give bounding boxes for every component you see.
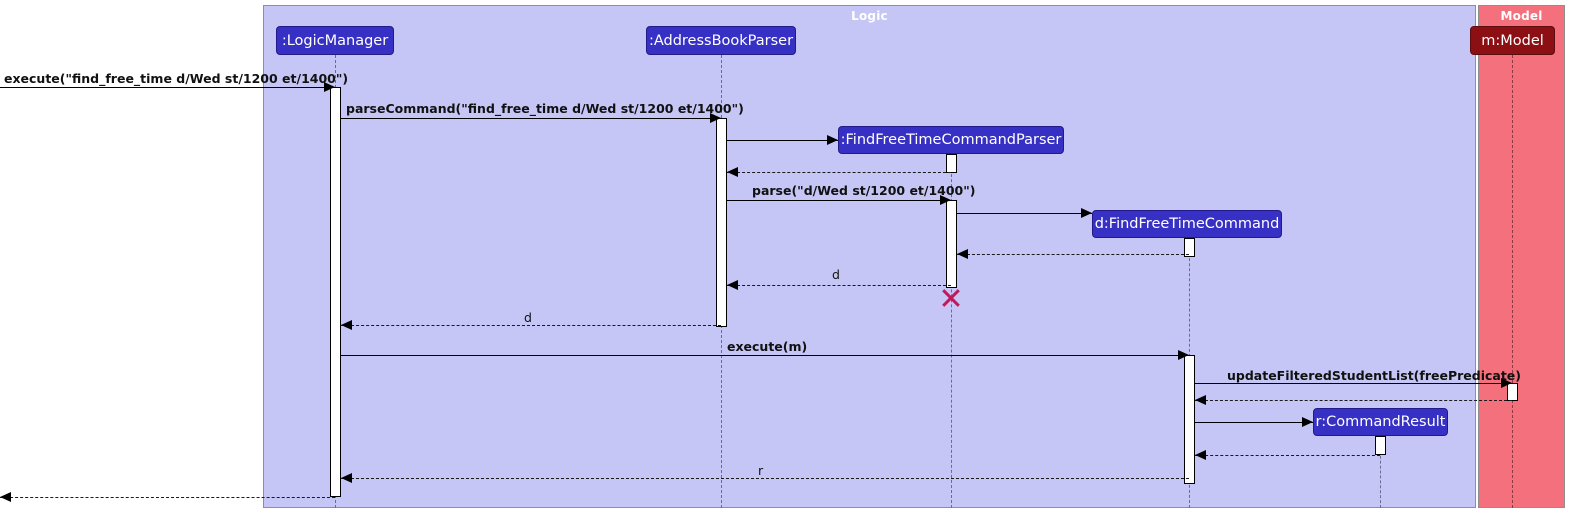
msg-update-filtered-list-label: updateFilteredStudentList(freePredicate) <box>1227 368 1521 383</box>
participant-label-findfreetime_parser: :FindFreeTimeCommandParser <box>840 132 1062 148</box>
msg-execute-command <box>0 87 335 88</box>
msg-parse-arrowhead <box>940 195 951 205</box>
destroy-findfreetime-parser <box>940 287 962 309</box>
msg-create-result <box>1195 422 1313 423</box>
act-model <box>1507 383 1518 401</box>
act-fftp-parse <box>946 200 957 288</box>
participant-model[interactable]: m:Model <box>1470 26 1555 55</box>
msg-create-parser <box>727 140 838 141</box>
msg-return-command-arrowhead <box>957 249 968 259</box>
msg-return-r-label: r <box>758 463 764 478</box>
msg-create-parser-arrowhead <box>827 135 838 145</box>
msg-return-parser <box>727 172 951 173</box>
act-fftc-execute <box>1184 355 1195 484</box>
msg-return-parser-arrowhead <box>727 167 738 177</box>
participant-logic_manager[interactable]: :LogicManager <box>276 26 394 55</box>
msg-return-result <box>1195 455 1380 456</box>
msg-parse-command-arrowhead <box>710 113 721 123</box>
act-logic-manager <box>330 87 341 497</box>
panel-logic: Logic <box>263 5 1476 508</box>
msg-execute-command-label: execute("find_free_time d/Wed st/1200 et… <box>4 71 349 86</box>
msg-return-final <box>0 497 335 498</box>
msg-return-d-to-lm-label: d <box>524 310 532 325</box>
participant-label-addressbook_parser: :AddressBookParser <box>648 32 794 49</box>
msg-create-command <box>957 213 1092 214</box>
participant-label-model: m:Model <box>1481 32 1544 49</box>
msg-return-d-to-abp-arrowhead <box>727 280 738 290</box>
msg-update-filtered-list-arrowhead <box>1501 378 1512 388</box>
participant-label-findfreetime_command: d:FindFreeTimeCommand <box>1094 216 1280 232</box>
msg-parse-label: parse("d/Wed st/1200 et/1400") <box>752 183 976 198</box>
msg-return-d-to-lm <box>341 325 721 326</box>
msg-update-filtered-list <box>1195 383 1512 384</box>
act-fftp-create <box>946 154 957 173</box>
msg-create-command-arrowhead <box>1081 208 1092 218</box>
lifeline-command_result <box>1380 436 1381 508</box>
panel-title-model: Model <box>1500 9 1543 23</box>
msg-return-r-arrowhead <box>341 473 352 483</box>
msg-execute-m-label: execute(m) <box>727 339 808 354</box>
panel-model: Model <box>1478 5 1565 508</box>
participant-label-logic_manager: :LogicManager <box>281 32 389 49</box>
msg-return-d-to-abp-label: d <box>832 267 840 282</box>
msg-execute-m-arrowhead <box>1178 350 1189 360</box>
msg-execute-command-arrowhead <box>324 82 335 92</box>
participant-findfreetime_command[interactable]: d:FindFreeTimeCommand <box>1092 210 1282 238</box>
participant-findfreetime_parser[interactable]: :FindFreeTimeCommandParser <box>838 126 1064 154</box>
panel-title-logic: Logic <box>851 9 888 23</box>
msg-return-model-arrowhead <box>1195 395 1206 405</box>
msg-parse-command <box>341 118 721 119</box>
msg-return-d-to-lm-arrowhead <box>341 320 352 330</box>
msg-return-model <box>1195 400 1512 401</box>
msg-parse <box>727 200 951 201</box>
act-cmdresult <box>1375 436 1386 455</box>
lifeline-findfreetime_parser <box>951 154 952 508</box>
act-abp <box>716 118 727 327</box>
participant-addressbook_parser[interactable]: :AddressBookParser <box>646 26 796 55</box>
msg-parse-command-label: parseCommand("find_free_time d/Wed st/12… <box>346 101 744 116</box>
msg-return-command <box>957 254 1189 255</box>
msg-create-result-arrowhead <box>1302 417 1313 427</box>
participant-label-command_result: r:CommandResult <box>1315 414 1446 430</box>
msg-execute-m <box>341 355 1189 356</box>
participant-command_result[interactable]: r:CommandResult <box>1313 408 1448 436</box>
msg-return-final-arrowhead <box>0 492 11 502</box>
msg-return-r <box>341 478 1189 479</box>
lifeline-model <box>1512 55 1513 508</box>
act-fftc-create <box>1184 238 1195 257</box>
msg-return-d-to-abp <box>727 285 951 286</box>
msg-return-result-arrowhead <box>1195 450 1206 460</box>
